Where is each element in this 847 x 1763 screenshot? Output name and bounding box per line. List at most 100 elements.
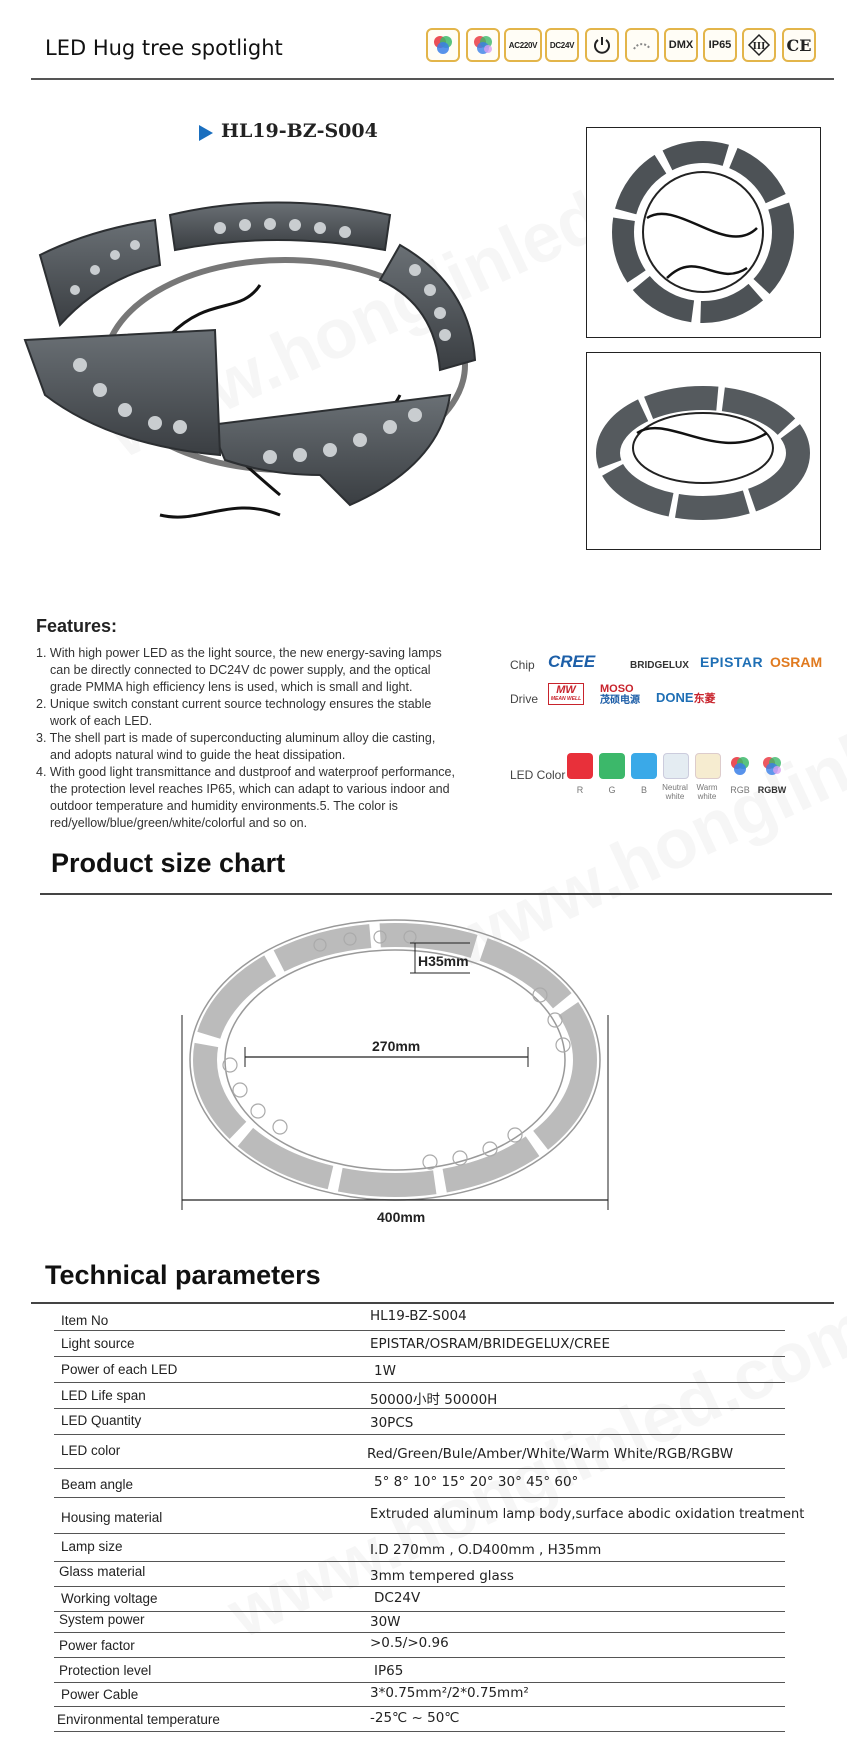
table-row: Light source EPISTAR/OSRAM/BRIDEGELUX/CRE… bbox=[54, 1331, 785, 1357]
row-value: 50000小时 50000H bbox=[370, 1392, 498, 1408]
row-value: EPISTAR/OSRAM/BRIDEGELUX/CREE bbox=[370, 1336, 610, 1352]
play-arrow-icon bbox=[199, 125, 213, 141]
epistar-logo: EPISTAR bbox=[700, 654, 764, 670]
features-list: 1. With high power LED as the light sour… bbox=[36, 645, 456, 832]
chip-label: Chip bbox=[510, 658, 535, 672]
table-row: Lamp size I.D 270mm , O.D400mm , H35mm bbox=[54, 1534, 785, 1562]
swatch-label: G bbox=[608, 785, 616, 795]
rgbw-circles-icon bbox=[466, 28, 500, 62]
row-value: HL19-BZ-S004 bbox=[370, 1308, 467, 1324]
size-chart-heading: Product size chart bbox=[51, 848, 286, 878]
angle-view-image bbox=[596, 386, 810, 520]
size-chart-drawing bbox=[181, 919, 609, 1210]
table-row: Power factor >0.5/>0.96 bbox=[54, 1633, 785, 1658]
dmx-icon: DMX bbox=[664, 28, 698, 62]
top-view-image bbox=[612, 141, 794, 323]
row-value: Red/Green/Bule/Amber/White/Warm White/RG… bbox=[367, 1446, 734, 1462]
swatch-blue bbox=[631, 753, 657, 779]
table-row: Glass material 3mm tempered glass bbox=[54, 1562, 785, 1587]
row-value: I.D 270mm , O.D400mm , H35mm bbox=[370, 1542, 602, 1558]
row-value: 30PCS bbox=[370, 1415, 414, 1431]
row-key: Power factor bbox=[59, 1638, 135, 1653]
row-value: 1W bbox=[374, 1363, 396, 1379]
table-row: LED Life span 50000小时 50000H bbox=[54, 1383, 785, 1409]
done-logo: DONE东菱 bbox=[656, 690, 716, 705]
row-value: 3*0.75mm²/2*0.75mm² bbox=[370, 1685, 529, 1701]
row-key: Glass material bbox=[59, 1564, 146, 1579]
table-row: System power 30W bbox=[54, 1612, 785, 1633]
row-value: 5° 8° 10° 15° 20° 30° 45° 60° bbox=[374, 1474, 579, 1490]
top-view-photo bbox=[586, 127, 821, 338]
tech-params-heading: Technical parameters bbox=[45, 1260, 321, 1290]
swatch-warm-white bbox=[695, 753, 721, 779]
swatch-label: RGBW bbox=[757, 785, 787, 795]
drive-label: Drive bbox=[510, 692, 539, 706]
row-value: IP65 bbox=[374, 1663, 404, 1679]
row-value: DC24V bbox=[374, 1590, 421, 1606]
row-key: LED color bbox=[61, 1443, 121, 1458]
feature-item: 2. Unique switch constant current source… bbox=[36, 697, 432, 728]
table-row: Environmental temperature -25℃ ~ 50℃ bbox=[54, 1707, 785, 1732]
size-chart-divider bbox=[40, 893, 832, 895]
table-row: Power Cable 3*0.75mm²/2*0.75mm² bbox=[54, 1683, 785, 1707]
swatch-label: B bbox=[640, 785, 647, 795]
row-key: Working voltage bbox=[61, 1591, 158, 1606]
osram-logo: OSRAM bbox=[770, 654, 823, 670]
product-photo bbox=[23, 201, 477, 519]
svg-text:III: III bbox=[753, 42, 766, 52]
swatch-red bbox=[567, 753, 593, 779]
row-key: Light source bbox=[61, 1336, 135, 1351]
table-row: Beam angle 5° 8° 10° 15° 20° 30° 45° 60° bbox=[54, 1469, 785, 1498]
row-key: Protection level bbox=[59, 1663, 152, 1678]
row-key: LED Life span bbox=[61, 1388, 146, 1403]
angle-view-photo bbox=[586, 352, 821, 550]
led-color-label: LED Color bbox=[510, 768, 566, 782]
ac-voltage-icon: AC220V bbox=[504, 28, 542, 62]
rgbw-circles-icon bbox=[763, 757, 781, 775]
row-value: -25℃ ~ 50℃ bbox=[370, 1710, 460, 1726]
table-row: Power of each LED 1W bbox=[54, 1357, 785, 1383]
swatch-label: Warm white bbox=[696, 783, 718, 801]
row-key: Power of each LED bbox=[61, 1362, 178, 1377]
feature-item: 1. With high power LED as the light sour… bbox=[36, 646, 442, 694]
table-row: Item No HL19-BZ-S004 bbox=[54, 1304, 785, 1331]
dc-voltage-icon: DC24V bbox=[545, 28, 579, 62]
features-heading: Features: bbox=[36, 616, 118, 636]
class-iii-icon: III bbox=[742, 28, 776, 62]
bridgelux-logo: BRIDGELUX bbox=[630, 660, 689, 671]
tech-params-divider bbox=[31, 1302, 834, 1304]
cree-logo: CREE bbox=[548, 652, 596, 671]
row-value: 3mm tempered glass bbox=[370, 1568, 514, 1584]
table-row: LED color Red/Green/Bule/Amber/White/Warm… bbox=[54, 1435, 785, 1469]
row-value: 30W bbox=[370, 1614, 401, 1630]
dimmer-icon bbox=[625, 28, 659, 62]
table-row: Working voltage DC24V bbox=[54, 1587, 785, 1612]
table-row: Housing material Extruded aluminum lamp b… bbox=[54, 1498, 804, 1534]
page-title: LED Hug tree spotlight bbox=[45, 36, 283, 60]
header-divider bbox=[31, 78, 834, 80]
power-icon bbox=[585, 28, 619, 62]
outer-diameter-dimension: 400mm bbox=[377, 1209, 426, 1225]
row-key: Environmental temperature bbox=[57, 1712, 220, 1727]
meanwell-logo: MW MEAN WELL bbox=[548, 683, 584, 705]
moso-logo: MOSO 茂硕电源 bbox=[600, 683, 640, 706]
row-key: System power bbox=[59, 1612, 145, 1627]
feature-item: 3. The shell part is made of superconduc… bbox=[36, 731, 436, 762]
swatch-label: R bbox=[576, 785, 584, 795]
ip-rating-icon: IP65 bbox=[703, 28, 737, 62]
height-dimension: H35mm bbox=[418, 953, 469, 969]
swatch-label: RGB bbox=[730, 785, 750, 795]
row-key: Power Cable bbox=[61, 1687, 139, 1702]
model-number: HL19-BZ-S004 bbox=[221, 120, 378, 142]
feature-item: 4. With good light transmittance and dus… bbox=[36, 765, 455, 830]
rgb-circles-icon bbox=[426, 28, 460, 62]
row-value: Extruded aluminum lamp body,surface abod… bbox=[370, 1507, 805, 1522]
row-key: Beam angle bbox=[61, 1477, 134, 1492]
row-key: Item No bbox=[61, 1313, 109, 1328]
table-row: Protection level IP65 bbox=[54, 1658, 785, 1683]
row-key: Housing material bbox=[61, 1510, 163, 1525]
rgb-circles-icon bbox=[731, 757, 749, 775]
row-key: Lamp size bbox=[61, 1539, 123, 1554]
row-value: >0.5/>0.96 bbox=[370, 1635, 449, 1651]
